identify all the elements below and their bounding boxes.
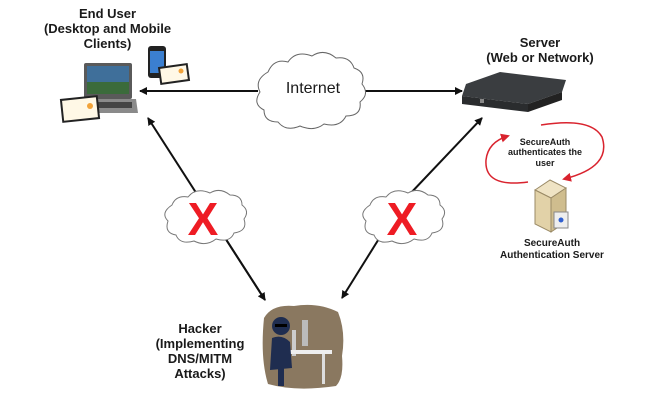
blocked-x-left: X <box>187 193 219 245</box>
server-subtitle: (Web or Network) <box>486 49 594 65</box>
blocked-x-right: X <box>386 193 418 245</box>
hacker-subtitle-1: (Implementing <box>155 335 245 351</box>
end-user-title: End User <box>78 6 137 21</box>
hacker-subtitle-2: DNS/MITM <box>167 350 233 366</box>
server-label: Server (Web or Network) <box>465 35 615 66</box>
hacker-icon <box>262 304 344 389</box>
auth-loop-line-2: authenticates the <box>507 147 583 158</box>
hacker-title: Hacker <box>178 321 222 336</box>
left-cloud-icon <box>164 189 248 245</box>
certificate-icon <box>59 95 101 123</box>
rack-server-icon <box>462 72 566 112</box>
auth-server-line-1: SecureAuth <box>523 238 581 249</box>
internet-cloud-icon <box>256 52 366 130</box>
end-user-subtitle-2: Clients) <box>83 35 132 51</box>
hacker-subtitle-3: Attacks) <box>174 365 226 381</box>
auth-server-icon <box>534 179 569 233</box>
end-user-label: End User (Desktop and Mobile Clients) <box>20 6 195 52</box>
server-title: Server <box>519 35 561 50</box>
hacker-label: Hacker (Implementing DNS/MITM Attacks) <box>150 321 250 382</box>
auth-loop-label: SecureAuth authenticates the user <box>500 137 590 168</box>
auth-loop-line-3: user <box>535 157 555 168</box>
auth-server-line-2: Authentication Server <box>500 249 604 261</box>
auth-loop-arrow <box>540 122 605 182</box>
end-user-subtitle-1: (Desktop and Mobile <box>43 20 172 36</box>
right-cloud-icon <box>362 189 446 245</box>
certificate-icon <box>157 62 191 86</box>
internet-label: Internet <box>285 80 341 97</box>
auth-loop-line-1: SecureAuth <box>519 137 571 147</box>
auth-server-label: SecureAuth Authentication Server <box>482 238 622 261</box>
